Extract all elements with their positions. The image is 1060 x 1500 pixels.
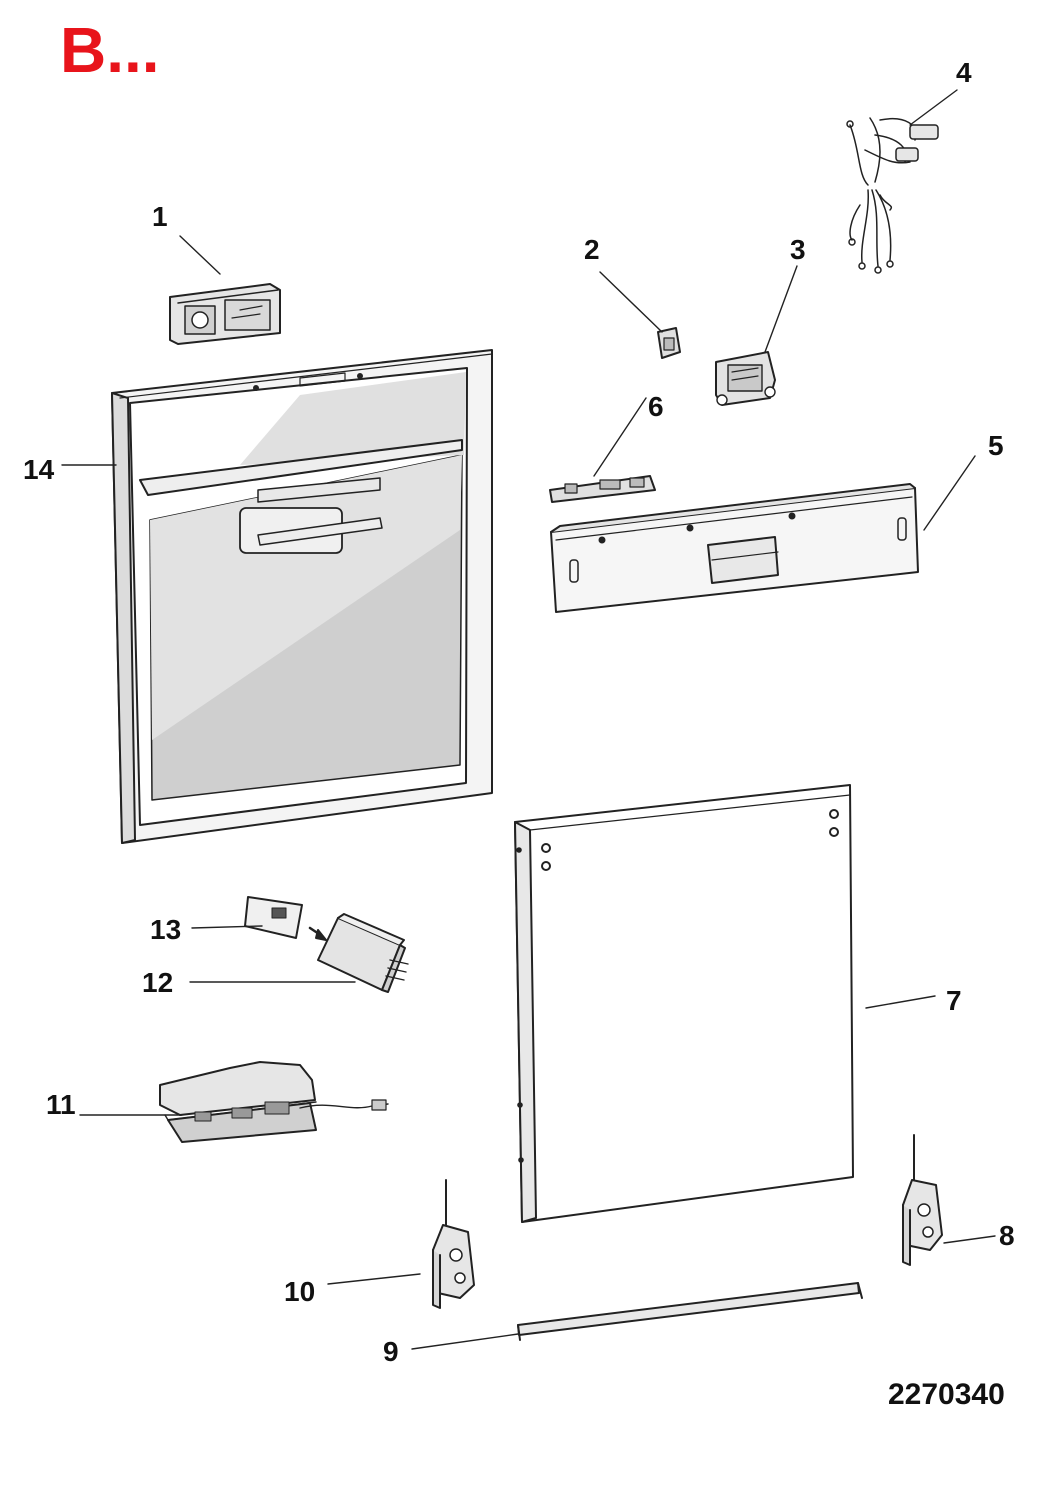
part-13-label-plate xyxy=(244,896,327,941)
callout-2: 2 xyxy=(584,234,600,265)
part-10-left-hinge xyxy=(432,1179,475,1309)
part-2-switch xyxy=(657,327,681,359)
corner-label: B... xyxy=(60,14,160,86)
part-6-control-module xyxy=(549,475,656,503)
part-7-outer-door xyxy=(514,784,854,1223)
callout-6: 6 xyxy=(648,391,664,422)
part-3-door-lock xyxy=(715,351,776,406)
part-1-dispenser xyxy=(169,283,281,345)
part-8-right-hinge xyxy=(902,1134,943,1266)
part-9-bottom-rod xyxy=(517,1282,863,1341)
callout-12: 12 xyxy=(142,967,174,998)
part-5-control-panel xyxy=(550,483,919,613)
callout-14: 14 xyxy=(23,454,55,485)
leader-lines xyxy=(61,89,996,1350)
part-14-inner-door-frame xyxy=(111,349,493,844)
callout-13: 13 xyxy=(150,914,182,945)
part-12-module-box xyxy=(317,913,409,993)
callout-10: 10 xyxy=(284,1276,316,1307)
part-4-wiring-harness xyxy=(846,117,939,274)
callout-3: 3 xyxy=(790,234,806,265)
callout-9: 9 xyxy=(383,1336,399,1367)
callout-7: 7 xyxy=(946,985,962,1016)
drawing-number: 2270340 xyxy=(888,1378,1005,1411)
callout-11: 11 xyxy=(46,1089,76,1120)
part-11-control-board xyxy=(159,1061,389,1143)
callout-8: 8 xyxy=(999,1220,1015,1251)
callout-4: 4 xyxy=(956,57,972,88)
callout-5: 5 xyxy=(988,430,1004,461)
callout-1: 1 xyxy=(152,201,168,232)
